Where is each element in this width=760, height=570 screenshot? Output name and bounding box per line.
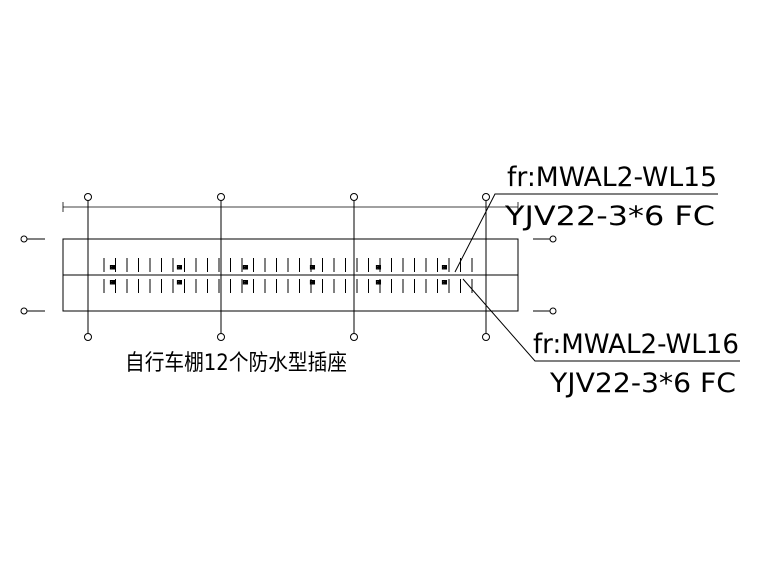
grid-axis-bubble [482,193,490,201]
feeder-bottom-from-label: fr:MWAL2-WL16 [533,329,739,360]
socket-tag: EN [243,265,248,270]
grid-axis-bubble [350,333,358,341]
grid-axis-bubble [217,333,225,341]
feeder-top-from-label: fr:MWAL2-WL15 [507,162,717,193]
grid-axis-bubble [350,193,358,201]
socket-tag: EN [177,280,182,285]
bicycle-shed-outline [62,238,519,312]
socket-tag: EN [376,265,381,270]
socket-tag: EN [442,280,447,285]
socket-tag: EN [243,280,248,285]
grid-axes [84,193,490,341]
horizontal-axis-markers [20,235,557,315]
socket-rows: EN EN EN EN EN EN EN EN EN EN EN EN [103,258,473,293]
grid-axis-bubble [217,193,225,201]
socket-tag: EN [110,265,115,270]
dimension-line [62,202,519,212]
feeder-bottom-cable-label: YJV22-3*6 FC [549,368,736,399]
socket-tag: EN [442,265,447,270]
feeder-top-cable-label: YJV22-3*6 FC [504,201,715,232]
drawing-caption: 自行车棚12个防水型插座 [125,351,347,376]
leader-lines [454,193,740,362]
grid-axis-bubble [84,333,92,341]
socket-tag: EN [310,265,315,270]
socket-tag: EN [376,280,381,285]
grid-axis-bubble [84,193,92,201]
grid-axis-bubble [482,333,490,341]
socket-tag: EN [177,265,182,270]
socket-tag: EN [110,280,115,285]
socket-tag: EN [310,280,315,285]
